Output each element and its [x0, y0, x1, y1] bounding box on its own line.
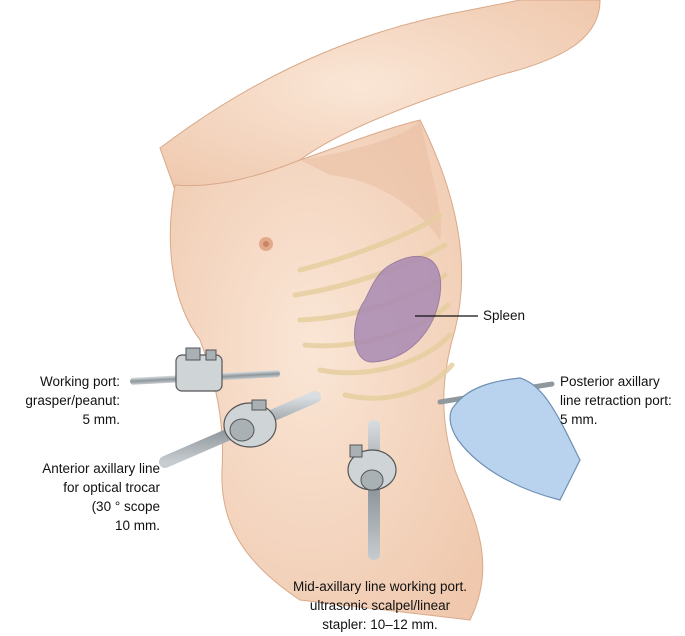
- mid-axillary-label: Mid-axillary line working port. ultrason…: [292, 579, 468, 632]
- anterior-axillary-label: Anterior axillary line for optical troca…: [42, 461, 160, 533]
- trocar-icon-working: [130, 347, 280, 392]
- posterior-axillary-label: Posterior axillary line retraction port:…: [560, 374, 672, 427]
- spleen-organ: [354, 255, 442, 363]
- trocar-icon-mid: [347, 420, 397, 560]
- working-port-label: Working port: grasper/peanut: 5 mm.: [25, 374, 120, 427]
- gloved-hand-icon: [437, 377, 581, 501]
- trocar-icon-anterior: [159, 391, 321, 468]
- spleen-label: Spleen: [483, 308, 526, 323]
